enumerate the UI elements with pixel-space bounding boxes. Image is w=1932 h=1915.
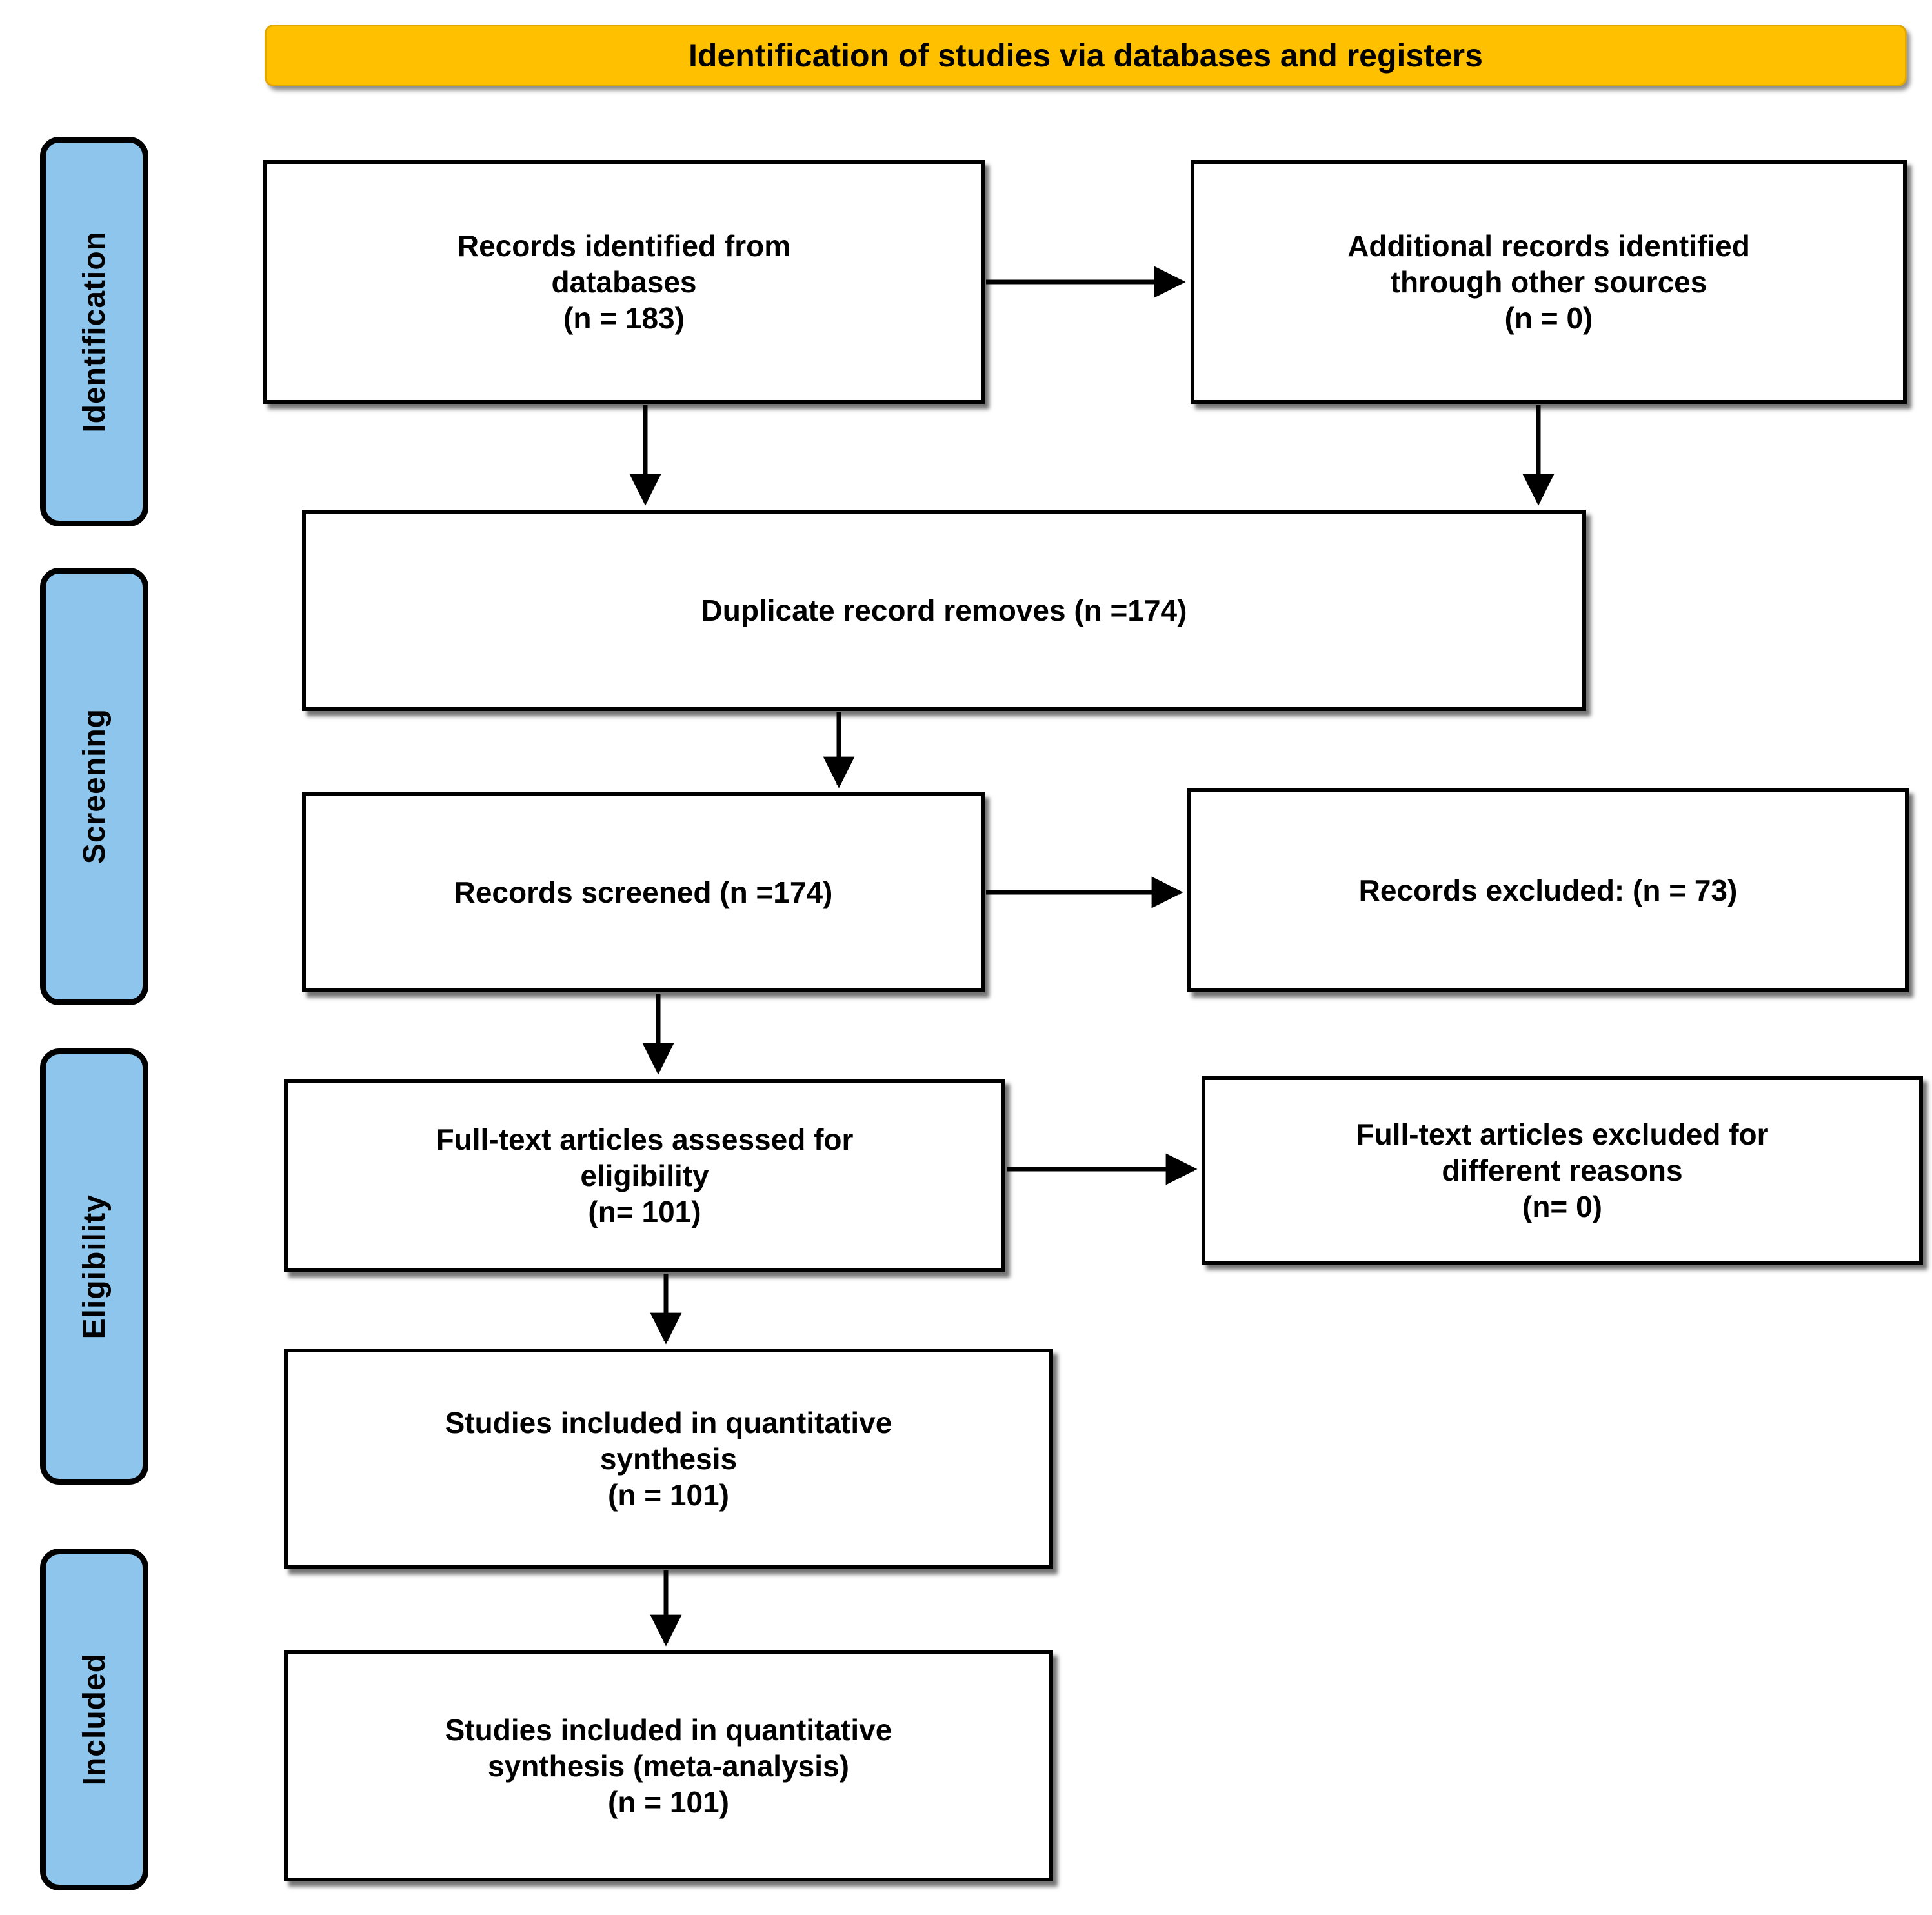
box-studies-included-meta-analysis-text: Studies included in quantitative synthes… xyxy=(445,1712,892,1820)
box-records-screened-text: Records screened (n =174) xyxy=(454,875,833,909)
stage-label-identification: Identification xyxy=(40,137,148,526)
stage-label-eligibility: Eligibility xyxy=(40,1048,148,1485)
box-fulltext-articles-assessed: Full-text articles assessed for eligibil… xyxy=(284,1079,1005,1272)
box-records-screened: Records screened (n =174) xyxy=(302,792,985,992)
box-records-excluded: Records excluded: (n = 73) xyxy=(1187,788,1909,992)
diagram-header-banner: Identification of studies via databases … xyxy=(265,25,1907,86)
diagram-title: Identification of studies via databases … xyxy=(689,37,1483,74)
box-duplicate-record-removes-text: Duplicate record removes (n =174) xyxy=(701,593,1187,627)
box-additional-records-identified-text: Additional records identified through ot… xyxy=(1347,228,1750,336)
box-duplicate-record-removes: Duplicate record removes (n =174) xyxy=(302,510,1586,711)
box-records-identified-from-databases-text: Records identified from databases (n = 1… xyxy=(457,228,791,336)
stage-label-screening-text: Screening xyxy=(77,708,112,865)
stage-label-eligibility-text: Eligibility xyxy=(77,1194,112,1339)
box-studies-included-quantitative-synthesis: Studies included in quantitative synthes… xyxy=(284,1349,1053,1569)
stage-label-included: Included xyxy=(40,1549,148,1890)
stage-label-included-text: Included xyxy=(77,1653,112,1786)
box-additional-records-identified: Additional records identified through ot… xyxy=(1191,160,1907,404)
stage-label-screening: Screening xyxy=(40,568,148,1005)
box-records-excluded-text: Records excluded: (n = 73) xyxy=(1358,873,1738,907)
box-studies-included-quantitative-synthesis-text: Studies included in quantitative synthes… xyxy=(445,1405,892,1512)
box-records-identified-from-databases: Records identified from databases (n = 1… xyxy=(263,160,985,404)
box-studies-included-meta-analysis: Studies included in quantitative synthes… xyxy=(284,1650,1053,1881)
box-fulltext-articles-excluded-text: Full-text articles excluded for differen… xyxy=(1356,1117,1769,1224)
stage-label-identification-text: Identification xyxy=(77,230,112,433)
box-fulltext-articles-assessed-text: Full-text articles assessed for eligibil… xyxy=(436,1122,854,1229)
box-fulltext-articles-excluded: Full-text articles excluded for differen… xyxy=(1202,1076,1923,1265)
